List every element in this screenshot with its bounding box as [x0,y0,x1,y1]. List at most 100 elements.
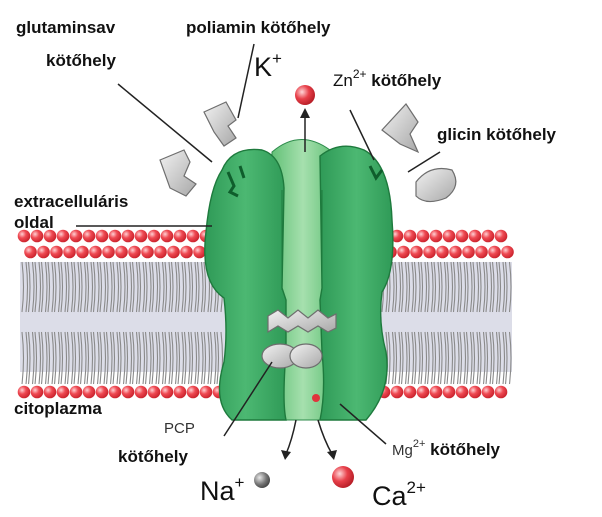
zinc-ligand [382,104,418,152]
lipid-head [501,246,514,259]
lipid-head [37,246,50,259]
lipid-head [475,246,488,259]
magnesium-charge: 2+ [413,438,426,450]
lipid-head [174,230,187,243]
calcium-arrow-head [327,450,337,460]
calcium-label: Ca2+ [372,478,426,511]
lipid-head [18,386,31,399]
polyamine-pointer [238,44,254,118]
lipid-head [128,246,141,259]
lipid-head [122,230,135,243]
potassium-charge: + [272,49,282,68]
lipid-head [102,246,115,259]
sodium-label: Na+ [200,473,245,506]
lipid-head [187,386,200,399]
potassium-label: K+ [254,49,282,82]
lipid-head [482,230,495,243]
lipid-head [495,230,508,243]
lipid-head [449,246,462,259]
lipid-head [417,230,430,243]
lipid-head [31,386,44,399]
lipid-head [430,230,443,243]
sodium-arrow-head [281,450,291,460]
lipid-head [70,386,83,399]
glutamate-pointer [118,84,212,162]
lipid-head [469,386,482,399]
lipid-head [443,386,456,399]
polyamine-label: poliamin kötőhely [186,18,331,37]
lipid-head [63,246,76,259]
lipid-head [187,230,200,243]
zinc-site: kötőhely [367,71,442,90]
lipid-head [456,230,469,243]
lipid-head [462,246,475,259]
lipid-head [430,386,443,399]
magnesium-site: kötőhely [425,440,500,459]
lipid-head [161,230,174,243]
lipid-head [495,386,508,399]
pcp-blocker-2 [290,344,322,368]
lipid-head [96,386,109,399]
lipid-head [404,386,417,399]
lipid-head [417,386,430,399]
lipid-head [148,386,161,399]
magnesium-site-dot [312,394,320,402]
zinc-label: Zn2+ kötőhely [333,67,442,90]
lipid-head [456,386,469,399]
lipid-head [397,246,410,259]
lipid-head [391,386,404,399]
lipid-head [89,246,102,259]
lipid-head [109,230,122,243]
pcp-label: PCP [164,420,195,437]
lipid-head [167,246,180,259]
lipid-head [70,230,83,243]
lipid-head [24,246,37,259]
sodium-ion [254,472,270,488]
lipid-head [76,246,89,259]
right-subunit [320,146,393,420]
lipid-head [436,246,449,259]
extracellular-label-line1: extracelluláris [14,192,128,211]
magnesium-symbol: Mg [392,442,413,459]
zinc-charge: 2+ [353,67,367,81]
lipid-head [115,246,128,259]
potassium-ion [295,85,315,105]
sodium-symbol: Na [200,476,235,506]
lipid-head [57,230,70,243]
glycine-ligand [416,169,456,202]
cytoplasm-label: citoplazma [14,399,102,418]
calcium-arrow [318,420,332,454]
extracellular-label-line2: oldal [14,213,54,232]
lipid-head [148,230,161,243]
calcium-symbol: Ca [372,481,407,511]
lipid-head [200,386,213,399]
lipid-head [174,386,187,399]
lipid-head [141,246,154,259]
lipid-head [443,230,456,243]
calcium-ion [332,466,354,488]
lipid-head [161,386,174,399]
lipid-head [469,230,482,243]
lipid-head [193,246,206,259]
calcium-charge: 2+ [407,478,426,497]
sodium-arrow [286,420,296,454]
lipid-head [404,230,417,243]
sodium-charge: + [235,473,245,492]
lipid-head [482,386,495,399]
lipid-head [488,246,501,259]
potassium-symbol: K [254,52,272,82]
magnesium-label: Mg2+ kötőhely [392,438,501,459]
polyamine-ligand [204,102,236,146]
glutamate-ligand [160,150,196,196]
lipid-head [50,246,63,259]
pcp-site-label: kötőhely [118,447,188,466]
glycine-label: glicin kötőhely [437,125,557,144]
lipid-head [96,230,109,243]
lipid-head [135,230,148,243]
lipid-head [122,386,135,399]
lipid-head [109,386,122,399]
lipid-head [410,246,423,259]
glutamate-label-line1: glutaminsav [16,18,116,37]
lipid-head [423,246,436,259]
potassium-arrow-head [300,108,310,118]
